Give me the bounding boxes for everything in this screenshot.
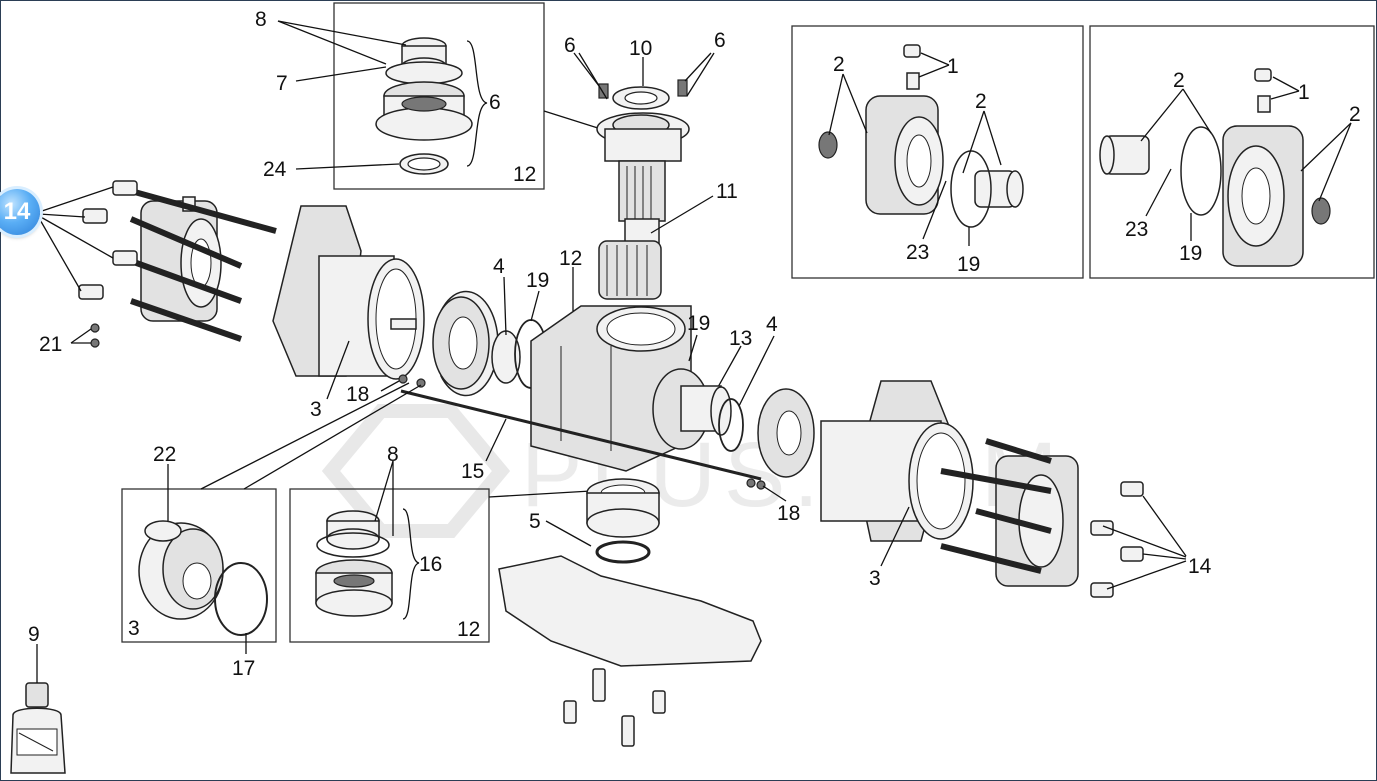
label-19-d: 19 <box>687 312 710 335</box>
label-2-c: 2 <box>1173 69 1185 92</box>
label-23-b: 23 <box>1125 218 1148 241</box>
group-bracket-6 <box>466 40 488 167</box>
label-12-box2: 12 <box>457 618 480 641</box>
right-cylinder <box>652 368 1144 598</box>
label-2-d: 2 <box>1349 103 1361 126</box>
label-3-b: 3 <box>869 567 881 590</box>
label-1-a: 1 <box>947 55 959 78</box>
label-8-top: 8 <box>255 8 267 31</box>
seal-kit-parts <box>375 37 473 175</box>
label-21: 21 <box>39 333 62 356</box>
label-22: 22 <box>153 443 176 466</box>
label-18-a: 18 <box>346 383 369 406</box>
label-3-box: 3 <box>128 617 140 640</box>
detail-box-a <box>791 25 1084 279</box>
label-6-left: 6 <box>564 34 576 57</box>
detail-box-b <box>1089 25 1375 279</box>
label-2-b: 2 <box>975 90 987 113</box>
label-12-box: 12 <box>513 163 536 186</box>
label-19-b: 19 <box>1179 242 1202 265</box>
label-6-right: 6 <box>714 29 726 52</box>
seal-box <box>289 488 490 643</box>
left-cylinder <box>272 205 548 397</box>
top-shaft-assembly <box>596 79 690 300</box>
detail-a-parts <box>818 44 1024 228</box>
label-17: 17 <box>232 657 255 680</box>
label-9: 9 <box>28 623 40 646</box>
label-2-a: 2 <box>833 53 845 76</box>
label-16: 16 <box>419 553 442 576</box>
seal-kit-box <box>333 2 545 190</box>
gland-and-plate <box>498 478 762 747</box>
group-bracket-16 <box>402 508 420 620</box>
label-11: 11 <box>716 180 738 203</box>
label-24: 24 <box>263 158 287 181</box>
label-13: 13 <box>729 327 752 350</box>
label-19-c: 19 <box>526 269 549 292</box>
label-14: 14 <box>1188 555 1212 578</box>
label-5: 5 <box>529 510 541 533</box>
seal-box-parts <box>315 510 393 617</box>
label-4-b: 4 <box>766 313 778 336</box>
piston-box-parts <box>138 520 268 636</box>
label-7: 7 <box>276 72 288 95</box>
label-12-body: 12 <box>559 247 582 270</box>
oil-bottle-icon <box>10 682 66 774</box>
detail-b-parts <box>1099 68 1331 267</box>
left-end-cap <box>78 180 277 348</box>
label-8-box: 8 <box>387 443 399 466</box>
label-19-a: 19 <box>957 253 980 276</box>
label-23-a: 23 <box>906 241 929 264</box>
label-6-group: 6 <box>489 91 501 114</box>
callout-marker-14[interactable]: 14 <box>0 189 40 235</box>
label-15: 15 <box>461 460 484 483</box>
label-1-b: 1 <box>1298 81 1310 104</box>
label-10: 10 <box>629 37 652 60</box>
label-3-a: 3 <box>310 398 322 421</box>
piston-box <box>121 488 277 643</box>
label-4-a: 4 <box>493 255 505 278</box>
label-18-b: 18 <box>777 502 800 525</box>
